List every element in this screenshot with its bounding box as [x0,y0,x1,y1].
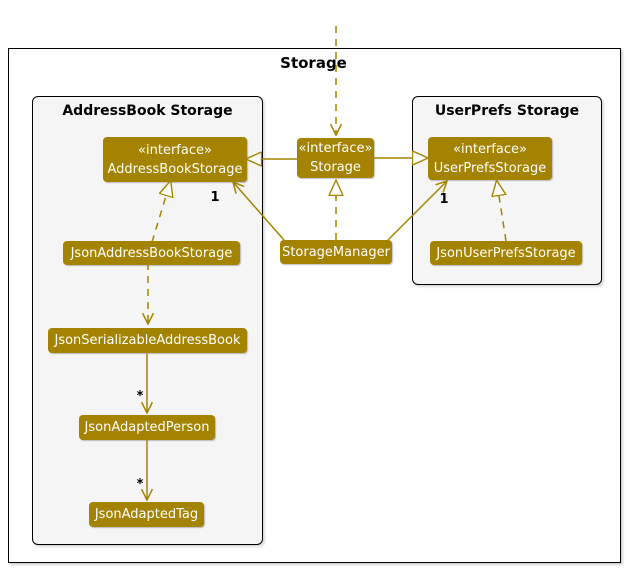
class-name: JsonUserPrefsStorage [436,245,576,261]
class-name: JsonAdaptedTag [94,507,199,522]
class-name: UserPrefsStorage [433,160,547,176]
class-name: Storage [310,160,361,175]
class-name: StorageManager [282,244,390,260]
class-jsonaddressbookstorage: JsonAddressBookStorage [63,241,240,265]
class-addressbookstorage-interface: «interface» AddressBookStorage [103,137,247,182]
class-name: JsonAddressBookStorage [70,245,233,261]
class-storage-interface: «interface» Storage [297,138,374,178]
frame-title: Storage [280,54,347,72]
group-userprefs-storage-title: UserPrefs Storage [434,103,580,119]
stereotype-label: «interface» [453,141,527,157]
class-jsonadaptedtag: JsonAdaptedTag [89,502,204,527]
stereotype-label: «interface» [138,142,212,158]
class-userprefsstorage-interface: «interface» UserPrefsStorage [428,137,552,180]
stereotype-label: «interface» [298,141,373,156]
class-jsonadaptedperson: JsonAdaptedPerson [79,415,215,440]
group-addressbook-storage-title: AddressBook Storage [62,103,233,119]
class-jsonserializableaddressbook: JsonSerializableAddressBook [48,328,247,353]
class-jsonuserprefsstorage: JsonUserPrefsStorage [430,241,582,265]
class-name: JsonAdaptedPerson [84,420,210,435]
class-storagemanager: StorageManager [280,240,392,264]
class-name: AddressBookStorage [107,161,243,177]
class-name: JsonSerializableAddressBook [54,333,241,348]
